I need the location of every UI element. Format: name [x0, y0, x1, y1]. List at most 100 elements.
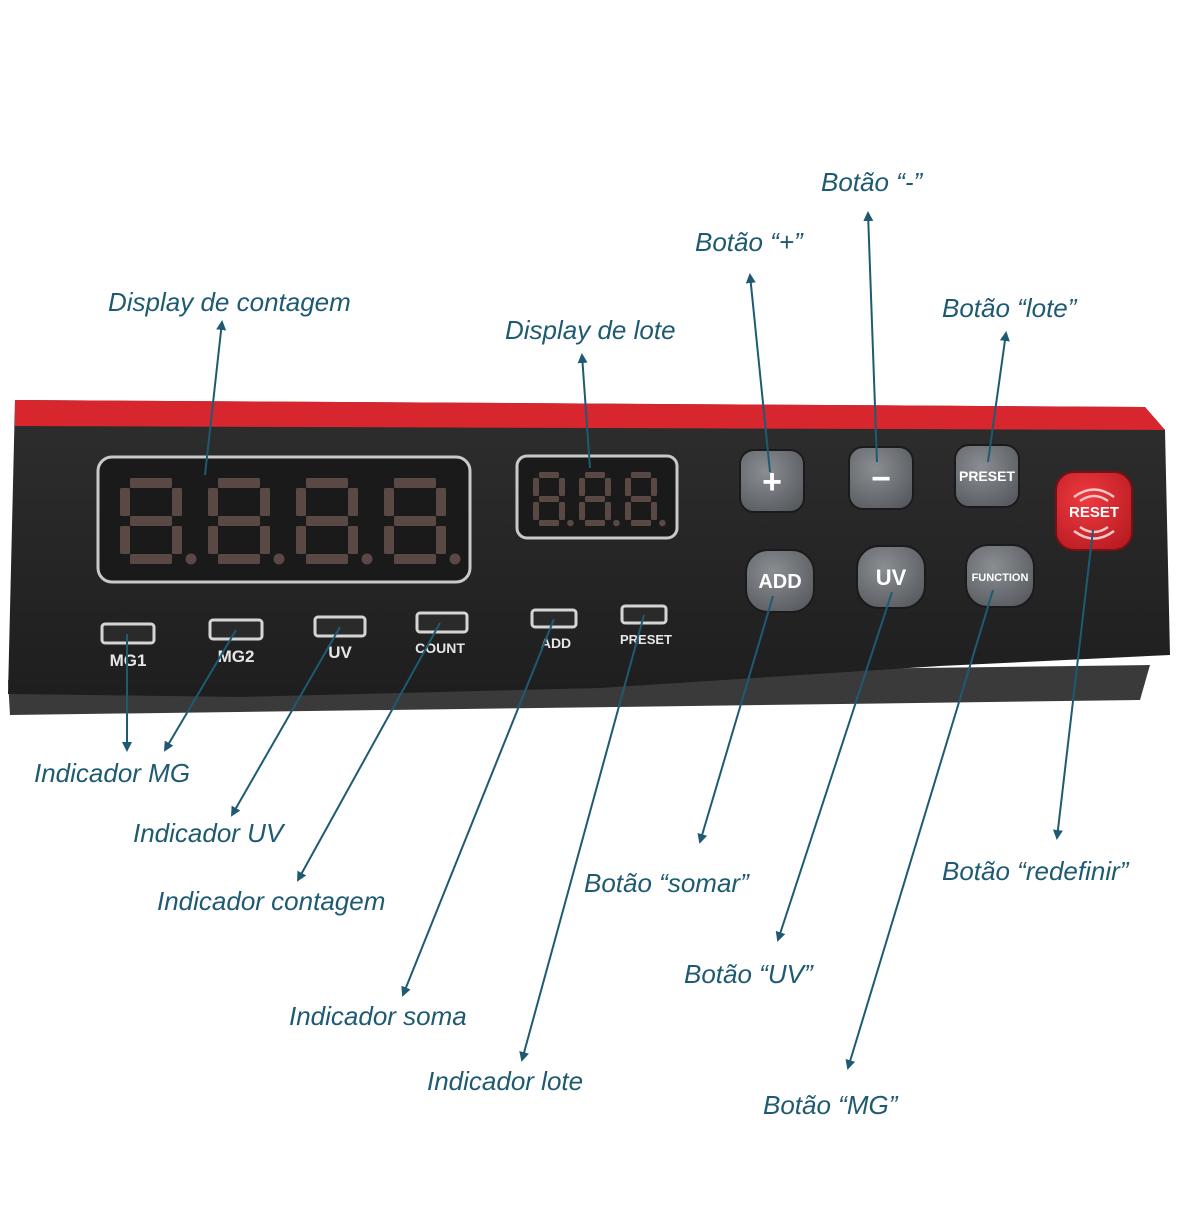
- add-button-label: ADD: [758, 571, 801, 593]
- count-digit-4-segment-g: [394, 516, 436, 526]
- callout-btn-plus: Botão “+”: [695, 227, 803, 257]
- reset-button[interactable]: RESET: [1055, 471, 1133, 551]
- uv-button[interactable]: UV: [856, 545, 926, 609]
- indicator-add-label: ADD: [541, 635, 571, 651]
- batch-digit-3-segment-f: [625, 478, 631, 496]
- minus-button-label: −: [871, 460, 891, 498]
- batch-digit-3: [625, 472, 666, 527]
- arrow-display-count: [204, 320, 227, 476]
- leader-arrows: [122, 211, 1094, 1070]
- batch-digit-1-segment-c: [559, 502, 565, 520]
- batch-digit-2-segment-e: [579, 502, 585, 520]
- batch-digit-1-decimal-point: [567, 519, 574, 527]
- batch-digit-1-segment-e: [533, 502, 539, 520]
- indicator-mg2-label: MG2: [218, 647, 255, 666]
- count-digit-1-segment-g: [130, 516, 172, 526]
- batch-digit-1: [533, 472, 574, 527]
- batch-digit-3-segment-b: [651, 478, 657, 496]
- callout-display-count: Display de contagem: [108, 287, 351, 317]
- batch-digit-3-decimal-point: [659, 519, 666, 527]
- count-digit-1-segment-f: [120, 488, 130, 516]
- arrow-btn-uv: [775, 591, 893, 942]
- batch-digit-1-segment-a: [539, 472, 559, 478]
- batch-digit-2-segment-f: [579, 478, 585, 496]
- callout-ind-uv: Indicador UV: [133, 818, 284, 848]
- minus-button[interactable]: −: [848, 446, 914, 510]
- callout-btn-minus: Botão “-”: [821, 167, 923, 197]
- add-button[interactable]: ADD: [745, 549, 815, 613]
- callout-display-batch: Display de lote: [505, 315, 676, 345]
- reset-wave-icon: [1073, 488, 1115, 503]
- plus-button-label: +: [762, 463, 782, 501]
- count-digit-1-segment-d: [130, 554, 172, 564]
- count-digit-4: [384, 478, 461, 565]
- count-digit-4-decimal-point: [449, 553, 461, 565]
- indicator-preset-label: PRESET: [620, 632, 672, 647]
- batch-digit-1-segment-g: [539, 496, 559, 502]
- arrow-ind-batch: [519, 614, 645, 1062]
- count-digit-2-segment-f: [208, 488, 218, 516]
- preset-button-label: PRESET: [959, 468, 1015, 484]
- count-digit-2-segment-e: [208, 526, 218, 554]
- count-digit-3-decimal-point: [361, 553, 373, 565]
- indicator-preset: PRESET: [620, 604, 672, 647]
- count-digit-2: [208, 478, 285, 565]
- batch-digit-2-segment-d: [585, 520, 605, 526]
- arrow-ind-uv: [231, 626, 341, 817]
- batch-digit-2-segment-g: [585, 496, 605, 502]
- callout-ind-batch: Indicador lote: [427, 1066, 584, 1096]
- count-digit-3-segment-g: [306, 516, 348, 526]
- function-button-label: FUNCTION: [972, 572, 1029, 584]
- batch-digit-3-segment-g: [631, 496, 651, 502]
- arrow-btn-add: [697, 595, 774, 844]
- count-digit-2-segment-a: [218, 478, 260, 488]
- batch-display-digits: [533, 472, 666, 527]
- callout-btn-uv: Botão “UV”: [684, 959, 813, 989]
- indicator-count: COUNT: [415, 611, 469, 656]
- callout-ind-count: Indicador contagem: [157, 886, 386, 916]
- batch-digit-1-segment-d: [539, 520, 559, 526]
- count-digit-2-decimal-point: [273, 553, 285, 565]
- count-digit-3-segment-b: [348, 488, 358, 516]
- batch-digit-2: [579, 472, 620, 527]
- batch-digit-3-segment-d: [631, 520, 651, 526]
- count-digit-4-segment-b: [436, 488, 446, 516]
- batch-digit-3-segment-c: [651, 502, 657, 520]
- count-digit-3-segment-c: [348, 526, 358, 554]
- arrow-ind-add: [401, 618, 555, 997]
- count-digit-1-segment-a: [130, 478, 172, 488]
- panel-red-trim: [15, 400, 1165, 430]
- count-digit-2-segment-g: [218, 516, 260, 526]
- indicator-uv: UV: [313, 615, 367, 662]
- arrow-btn-mg: [845, 589, 994, 1070]
- indicator-mg2: MG2: [208, 618, 264, 666]
- plus-button[interactable]: +: [739, 449, 805, 513]
- reset-button-label: RESET: [1069, 504, 1119, 521]
- arrow-display-batch: [577, 353, 591, 469]
- callout-ind-mg: Indicador MG: [34, 758, 191, 788]
- indicator-add: ADD: [530, 608, 578, 651]
- preset-button[interactable]: PRESET: [954, 444, 1020, 508]
- batch-digit-3-segment-a: [631, 472, 651, 478]
- callout-btn-reset: Botão “redefinir”: [942, 856, 1129, 886]
- arrow-btn-batch: [987, 331, 1010, 463]
- count-digit-4-segment-a: [394, 478, 436, 488]
- arrow-ind-count: [297, 622, 441, 882]
- count-digit-1: [120, 478, 197, 565]
- count-digit-1-decimal-point: [185, 553, 197, 565]
- function-button[interactable]: FUNCTION: [965, 544, 1035, 608]
- batch-digit-3-segment-e: [625, 502, 631, 520]
- count-digit-3-segment-a: [306, 478, 348, 488]
- count-digit-3: [296, 478, 373, 565]
- count-digit-1-segment-b: [172, 488, 182, 516]
- callout-btn-add: Botão “somar”: [584, 868, 749, 898]
- batch-digit-2-segment-b: [605, 478, 611, 496]
- reset-wave-icon-lower: [1073, 525, 1115, 540]
- callout-ind-add: Indicador soma: [289, 1001, 467, 1031]
- arrow-ind-mg2: [163, 629, 237, 752]
- count-digit-2-segment-c: [260, 526, 270, 554]
- count-digit-4-segment-c: [436, 526, 446, 554]
- count-digit-3-segment-e: [296, 526, 306, 554]
- count-digit-2-segment-d: [218, 554, 260, 564]
- count-digit-3-segment-f: [296, 488, 306, 516]
